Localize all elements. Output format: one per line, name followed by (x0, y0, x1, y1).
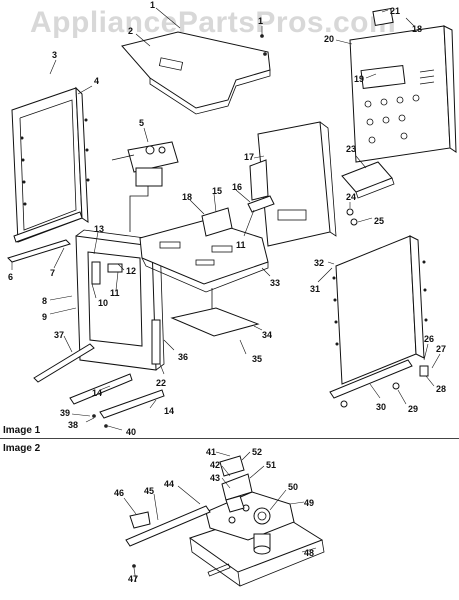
front-frame-part (75, 229, 165, 371)
callout-15: 15 (212, 186, 222, 196)
callout-23: 23 (346, 144, 356, 154)
clip-part-46 (129, 511, 151, 529)
callout-42: 42 (210, 460, 220, 470)
foot-part-28 (419, 365, 429, 377)
callout-19: 19 (354, 74, 364, 84)
callout-30: 30 (376, 402, 386, 412)
image-divider (0, 438, 459, 439)
callout-27: 27 (436, 344, 446, 354)
callout-51: 51 (266, 460, 276, 470)
callout-40: 40 (126, 427, 136, 437)
watermark: AppliancePartsPros.com (30, 6, 397, 39)
callout-28: 28 (436, 384, 446, 394)
callout-7: 7 (50, 268, 55, 278)
callout-34: 34 (262, 330, 272, 340)
callout-20: 20 (324, 34, 334, 44)
bracket-part-52 (219, 455, 245, 477)
burner-box-part (139, 207, 269, 318)
callout-2: 2 (128, 26, 133, 36)
slide-part-37 (33, 343, 95, 383)
callout-12: 12 (126, 266, 136, 276)
image-1-label: Image 1 (3, 425, 41, 436)
callout-1b: 1 (258, 16, 263, 26)
callout-31: 31 (310, 284, 320, 294)
callout-44: 44 (164, 479, 174, 489)
callout-17: 17 (244, 152, 254, 162)
callout-49: 49 (304, 498, 314, 508)
callout-37: 37 (54, 330, 64, 340)
callout-11a: 11 (110, 288, 120, 298)
top-plate-part (121, 31, 271, 115)
callout-52: 52 (252, 447, 262, 457)
image-2-label: Image 2 (3, 443, 41, 454)
callout-18a: 18 (182, 192, 192, 202)
left-side-panel-part (11, 86, 90, 243)
callout-3: 3 (52, 50, 57, 60)
callout-32: 32 (314, 258, 324, 268)
rod-part-45 (125, 505, 211, 547)
callout-16: 16 (232, 182, 242, 192)
callout-10: 10 (98, 298, 108, 308)
bracket-part-16 (247, 195, 275, 213)
callout-48: 48 (304, 548, 314, 558)
callout-13: 13 (94, 224, 104, 234)
callout-9: 9 (42, 312, 47, 322)
slide-part-14b (99, 389, 165, 419)
callout-22: 22 (156, 378, 166, 388)
callout-41: 41 (206, 447, 216, 457)
valve-assembly-part (111, 141, 179, 232)
rail-part-30 (329, 359, 413, 399)
callout-47: 47 (128, 574, 138, 584)
callout-24: 24 (346, 192, 356, 202)
callout-25: 25 (374, 216, 384, 226)
slide-part-14a (69, 373, 133, 405)
callout-26: 26 (424, 334, 434, 344)
callout-39: 39 (60, 408, 70, 418)
callout-14b: 14 (164, 406, 174, 416)
callout-45: 45 (144, 486, 154, 496)
back-panel-part-20 (349, 25, 457, 163)
callout-5: 5 (139, 118, 144, 128)
igniter-assembly-part (125, 455, 325, 587)
callout-14a: 14 (92, 388, 102, 398)
callout-29: 29 (408, 404, 418, 414)
callout-36: 36 (178, 352, 188, 362)
callout-6: 6 (8, 272, 13, 282)
cover-part-21 (372, 7, 394, 27)
callouts-image-1: 1 1 2 3 4 5 6 7 8 9 10 11 11 12 (8, 0, 446, 437)
callout-46: 46 (114, 488, 124, 498)
callout-50: 50 (288, 482, 298, 492)
callout-18b: 18 (412, 24, 422, 34)
callout-21: 21 (390, 6, 400, 16)
right-side-panel-part (332, 235, 428, 385)
callout-1a: 1 (150, 0, 155, 10)
callout-11b: 11 (236, 240, 246, 250)
rail-part-6 (7, 239, 71, 263)
callouts-image-2: 41 42 43 44 45 46 47 48 49 50 51 52 (114, 447, 317, 584)
callout-43: 43 (210, 473, 220, 483)
callout-4: 4 (94, 76, 99, 86)
callout-8: 8 (42, 296, 47, 306)
callout-38: 38 (68, 420, 78, 430)
rear-panel-part-17 (249, 121, 337, 247)
bottom-plate-part-34 (170, 307, 260, 337)
callout-33: 33 (270, 278, 280, 288)
plate-part-51 (221, 473, 253, 501)
callout-35: 35 (252, 354, 262, 364)
